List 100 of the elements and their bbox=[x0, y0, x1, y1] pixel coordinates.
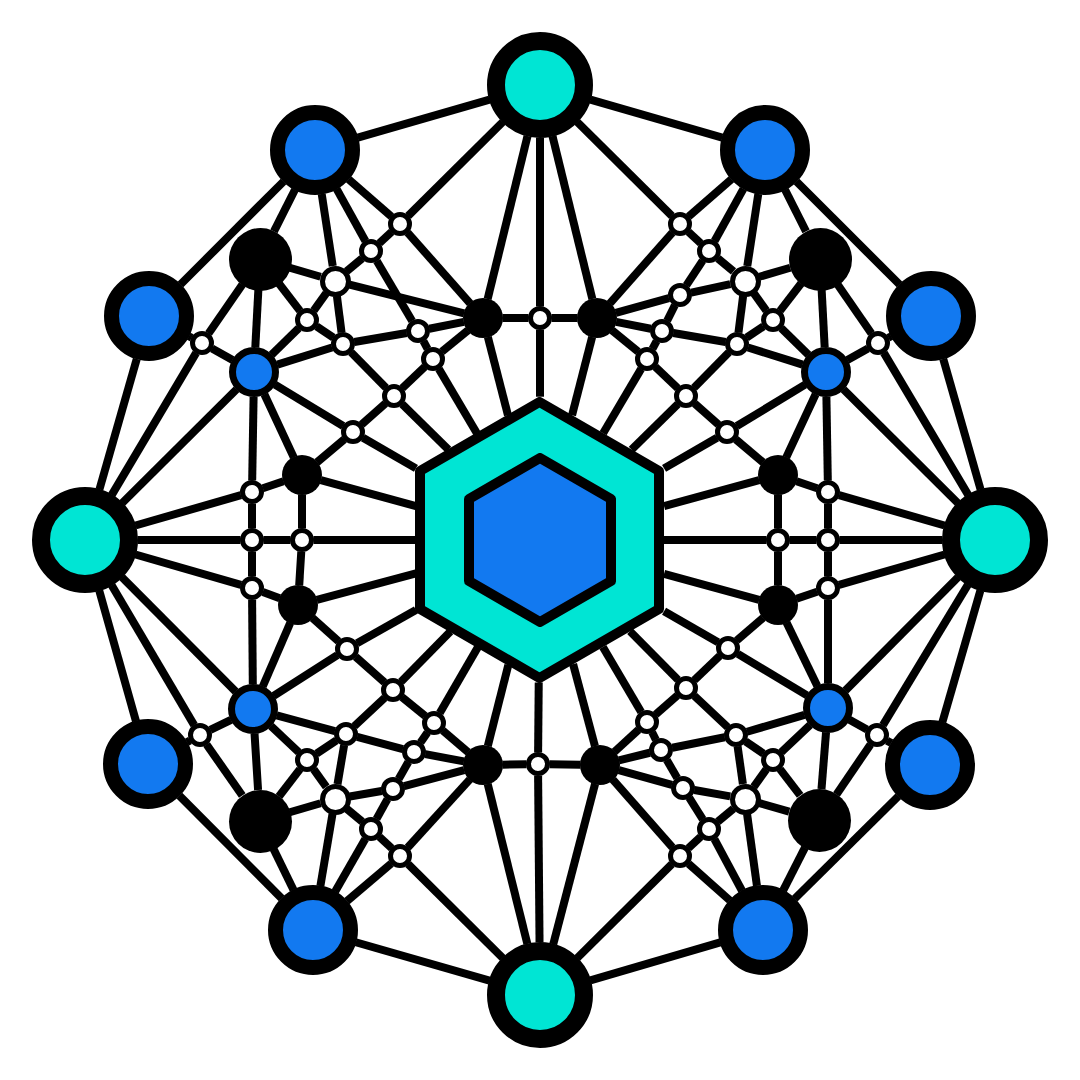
connector-line bbox=[288, 799, 322, 817]
connector-line bbox=[734, 295, 748, 334]
connector-line bbox=[435, 366, 481, 436]
connector-line bbox=[483, 335, 512, 417]
small-hollow-node bbox=[649, 738, 673, 762]
connector-line bbox=[609, 327, 641, 355]
small-hollow-node bbox=[402, 740, 426, 764]
connector-line bbox=[314, 323, 336, 341]
connector-line bbox=[483, 663, 513, 748]
connector-line bbox=[627, 628, 681, 683]
connector-line bbox=[833, 742, 874, 797]
connector-line bbox=[733, 745, 747, 785]
small-hollow-node bbox=[240, 480, 264, 504]
connector-line bbox=[248, 551, 256, 577]
connector-line bbox=[313, 536, 416, 544]
connector-line bbox=[399, 401, 452, 453]
connector-line bbox=[743, 193, 763, 267]
connector-line bbox=[263, 536, 291, 544]
connector-line bbox=[733, 436, 766, 466]
small-solid-node bbox=[577, 298, 617, 338]
connector-line bbox=[502, 314, 529, 322]
connector-line bbox=[549, 760, 581, 769]
connector-line bbox=[298, 494, 306, 529]
connector-line bbox=[599, 644, 645, 715]
connector-line bbox=[734, 614, 766, 644]
connector-line bbox=[817, 289, 829, 348]
connector-line bbox=[348, 349, 389, 391]
connector-line bbox=[663, 303, 679, 323]
small-solid-node bbox=[463, 745, 503, 785]
outer-hexagon-node bbox=[415, 397, 665, 683]
connector-line bbox=[439, 327, 471, 355]
small-ringed-node bbox=[229, 347, 279, 397]
connector-line bbox=[436, 645, 482, 716]
connector-line bbox=[251, 289, 263, 348]
connector-line bbox=[653, 692, 680, 718]
small-ringed-node bbox=[801, 347, 851, 397]
connector-line bbox=[691, 349, 732, 391]
connector-line bbox=[691, 653, 723, 683]
connector-line bbox=[652, 364, 681, 391]
solid-node bbox=[228, 227, 292, 291]
connector-line bbox=[248, 396, 258, 481]
connector-line bbox=[356, 733, 404, 753]
small-hollow-node bbox=[866, 331, 890, 355]
connector-line bbox=[789, 536, 817, 544]
connector-line bbox=[614, 294, 670, 317]
connector-line bbox=[398, 628, 454, 685]
small-hollow-node bbox=[528, 306, 552, 330]
connector-line bbox=[373, 258, 416, 324]
small-solid-node bbox=[278, 585, 318, 625]
connector-line bbox=[691, 692, 731, 731]
small-hollow-node bbox=[724, 723, 748, 747]
small-solid-node bbox=[758, 455, 798, 495]
small-hollow-node bbox=[668, 283, 692, 307]
connector-line bbox=[743, 738, 766, 757]
connector-line bbox=[349, 787, 383, 801]
connector-line bbox=[774, 551, 782, 586]
solid-node bbox=[228, 789, 292, 853]
small-hollow-node bbox=[816, 576, 840, 600]
connector-line bbox=[662, 476, 761, 510]
connector-line bbox=[618, 748, 651, 765]
connector-line bbox=[824, 551, 832, 577]
connector-line bbox=[839, 536, 943, 544]
ringed-node bbox=[720, 105, 810, 195]
connector-line bbox=[248, 503, 256, 529]
connector-line bbox=[359, 400, 388, 428]
connector-line bbox=[333, 744, 349, 785]
hollow-node bbox=[729, 265, 761, 297]
connector-line bbox=[817, 732, 831, 790]
small-hollow-node bbox=[190, 331, 214, 355]
connector-line bbox=[315, 569, 417, 604]
connector-line bbox=[628, 401, 681, 453]
connector-line bbox=[316, 813, 337, 887]
connector-line bbox=[617, 766, 673, 789]
connector-line bbox=[355, 606, 418, 647]
connector-line bbox=[606, 229, 676, 307]
connector-line bbox=[569, 663, 599, 748]
connector-line bbox=[615, 317, 652, 333]
connector-line bbox=[351, 694, 388, 730]
connector-line bbox=[744, 323, 766, 341]
small-solid-node bbox=[463, 298, 503, 338]
small-ringed-node bbox=[228, 684, 278, 734]
connector-line bbox=[137, 536, 241, 544]
solid-node bbox=[788, 227, 852, 291]
connector-line bbox=[824, 599, 832, 684]
connector-line bbox=[551, 314, 578, 322]
small-hollow-node bbox=[188, 723, 212, 747]
small-solid-node bbox=[282, 455, 322, 495]
small-hollow-node bbox=[650, 319, 674, 343]
ringed-node bbox=[268, 885, 358, 975]
solid-node bbox=[787, 788, 851, 852]
connector-line bbox=[663, 757, 681, 781]
connector-line bbox=[743, 813, 761, 887]
connector-line bbox=[662, 434, 720, 472]
connector-line bbox=[352, 653, 388, 686]
connector-line bbox=[662, 607, 720, 646]
connector-line bbox=[536, 137, 544, 307]
connector-line bbox=[483, 782, 532, 945]
connector-line bbox=[424, 750, 465, 766]
connector-line bbox=[685, 795, 707, 822]
connector-line bbox=[693, 786, 731, 801]
